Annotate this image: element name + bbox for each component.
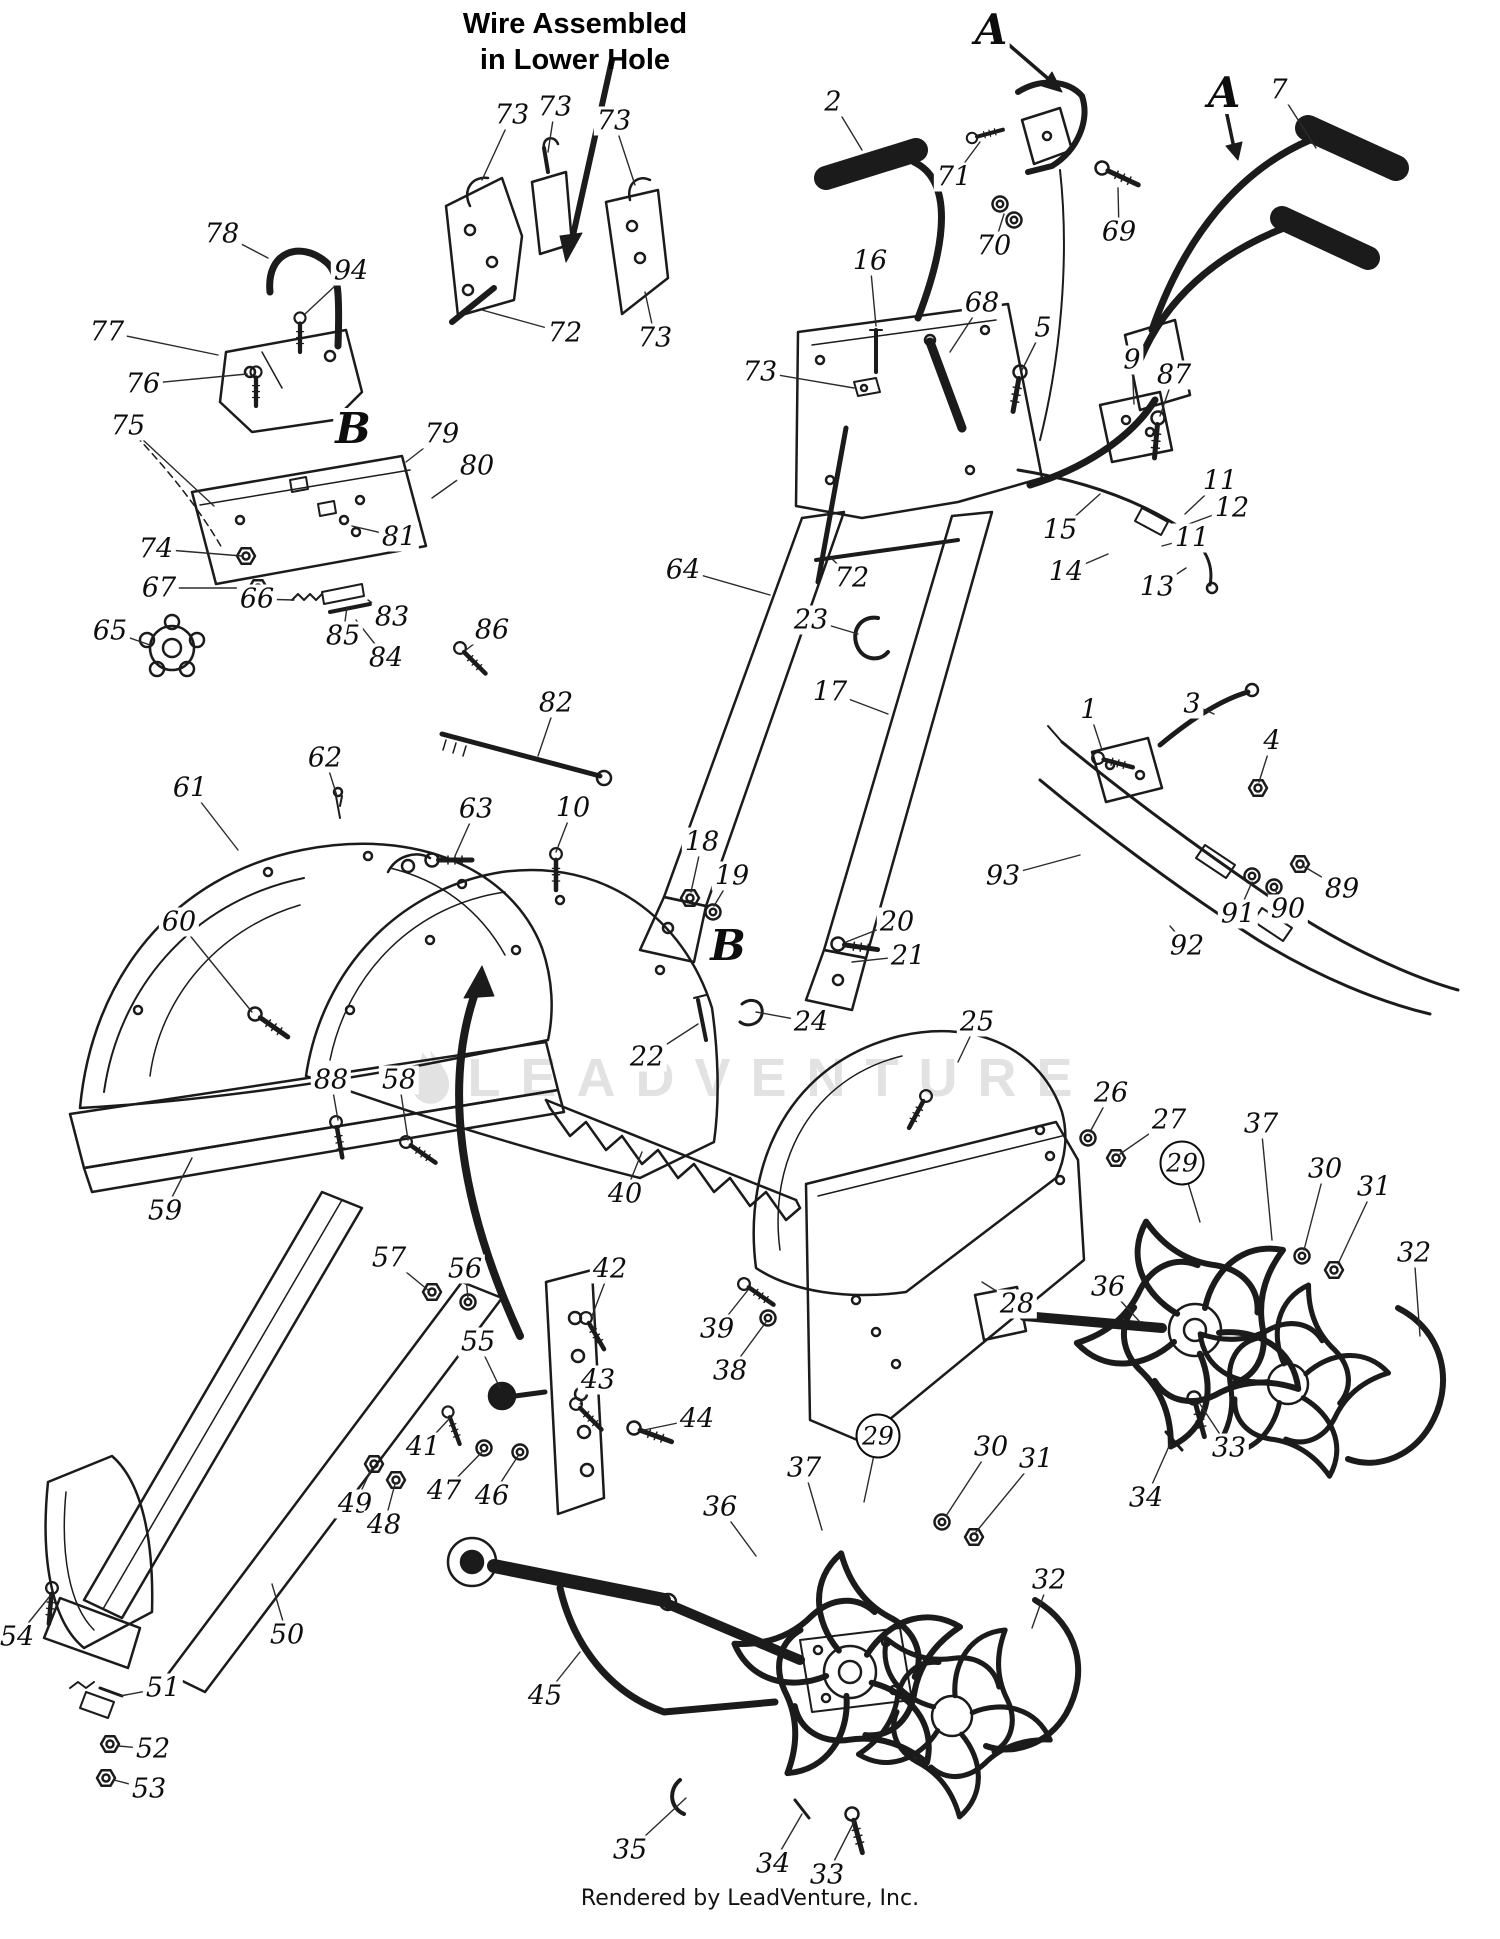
note-arrow xyxy=(559,57,615,263)
hardware-parts xyxy=(43,125,1345,1855)
handlebar-assembly xyxy=(814,115,1409,489)
tine-assembly-bottom xyxy=(663,1553,1082,1818)
tine-shield-inner xyxy=(304,853,719,1180)
watermark: LEADVENTURE xyxy=(407,1047,1092,1109)
throttle-bracket xyxy=(1090,390,1260,804)
belt-cover-panel xyxy=(190,454,613,787)
depth-bar-assembly xyxy=(42,1190,504,1719)
side-plate xyxy=(804,1120,1086,1444)
side-shield xyxy=(752,1029,1067,1297)
flame-icon xyxy=(411,1050,450,1104)
frame-beams xyxy=(638,425,994,1012)
assembly-direction-arrow xyxy=(455,965,524,1340)
clutch-lever-assembly xyxy=(1015,79,1088,441)
assembly-note: Wire Assembled in Lower Hole xyxy=(463,6,687,79)
leader-lines xyxy=(16,89,1421,1876)
watermark-text: LEADVENTURE xyxy=(467,1048,1093,1108)
left-bracket-assembly xyxy=(135,247,364,549)
serrated-blade xyxy=(544,1098,802,1222)
console-panel xyxy=(794,302,1044,520)
mounting-brackets xyxy=(444,136,670,325)
hinge-pins xyxy=(332,786,764,1042)
tine-assembly-right xyxy=(973,1221,1446,1476)
tine-shield-outer xyxy=(68,842,566,1194)
assembly-note-line1: Wire Assembled xyxy=(462,8,688,40)
star-knob xyxy=(138,613,206,678)
assembly-note-line2: in Lower Hole xyxy=(479,44,671,77)
control-cables xyxy=(1016,468,1460,1016)
footer-credit: Rendered by LeadVenture, Inc. xyxy=(580,1886,920,1911)
detail-view-arrows xyxy=(1006,42,1243,161)
